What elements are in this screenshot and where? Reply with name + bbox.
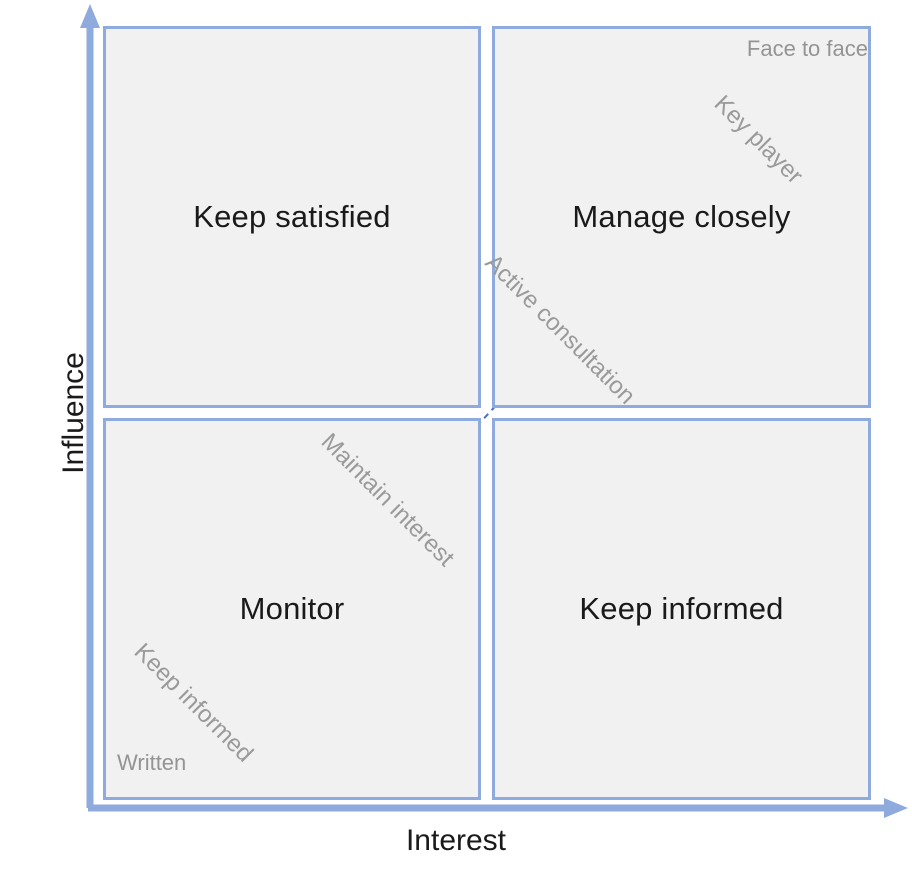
x-axis-title: Interest xyxy=(405,824,507,857)
quadrant-monitor[interactable]: Monitor xyxy=(103,418,481,800)
y-axis-arrow-icon xyxy=(80,4,100,28)
quadrant-label-keep-satisfied: Keep satisfied xyxy=(193,199,391,234)
quadrant-label-monitor: Monitor xyxy=(239,591,345,626)
y-axis-title: Influence xyxy=(57,352,90,474)
x-axis-arrow-icon xyxy=(884,798,908,818)
quadrant-label-keep-informed: Keep informed xyxy=(579,591,784,626)
quadrant-manage-closely[interactable]: Manage closely xyxy=(492,26,871,408)
quadrant-label-manage-closely: Manage closely xyxy=(572,199,791,234)
quadrant-keep-satisfied[interactable]: Keep satisfied xyxy=(103,26,481,408)
annotation-face-to-face: Face to face xyxy=(746,36,868,61)
annotation-written: Written xyxy=(117,750,187,775)
quadrant-keep-informed[interactable]: Keep informed xyxy=(492,418,871,800)
